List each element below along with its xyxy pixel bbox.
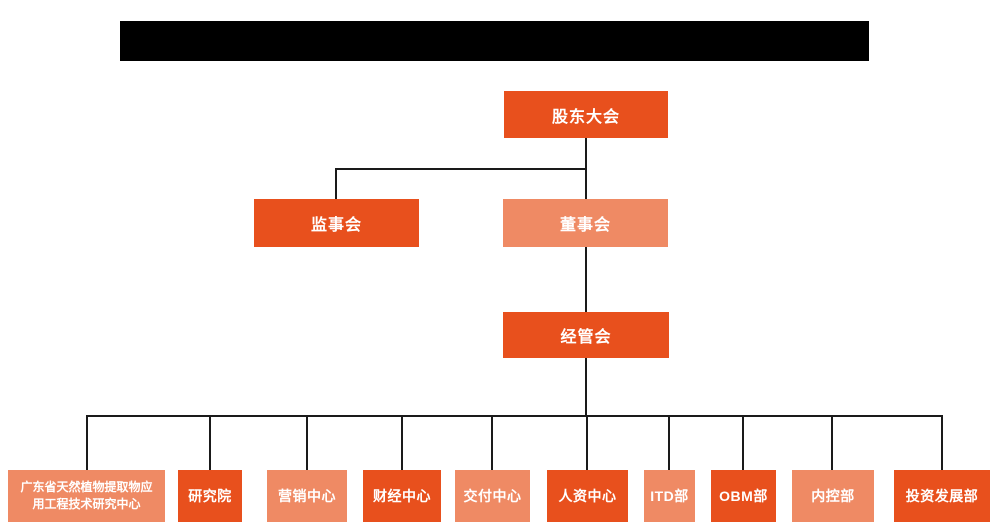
connector-dept-drop-3: [401, 417, 403, 470]
org-node-dept-obm: OBM部: [711, 470, 776, 522]
connector-dept-drop-9: [941, 417, 943, 470]
connector-dept-drop-8: [831, 417, 833, 470]
connector-departments-horizontal: [86, 415, 943, 417]
org-node-dept-research-institute: 研究院: [178, 470, 242, 522]
org-node-dept-marketing-center: 营销中心: [267, 470, 347, 522]
org-node-dept-investment-development: 投资发展部: [894, 470, 990, 522]
connector-board-management: [585, 247, 587, 312]
org-node-dept-finance-center: 财经中心: [363, 470, 441, 522]
connector-supervisory-drop: [335, 170, 337, 199]
org-node-dept-hr-center: 人资中心: [547, 470, 628, 522]
org-node-shareholders-meeting: 股东大会: [504, 91, 668, 138]
org-node-dept-itd: ITD部: [644, 470, 695, 522]
connector-split-horizontal: [335, 168, 587, 170]
org-node-dept-research-center: 广东省天然植物提取物应用工程技术研究中心: [8, 470, 165, 522]
connector-board-drop: [585, 170, 587, 199]
connector-shareholders-stem: [585, 138, 587, 170]
connector-dept-drop-0: [86, 417, 88, 470]
org-node-supervisory-board: 监事会: [254, 199, 419, 247]
connector-dept-drop-5: [586, 417, 588, 470]
org-node-management-committee: 经管会: [503, 312, 669, 358]
redacted-title-bar: [120, 21, 869, 61]
org-node-dept-internal-control: 内控部: [792, 470, 874, 522]
connector-dept-drop-7: [742, 417, 744, 470]
connector-dept-drop-6: [668, 417, 670, 470]
org-node-dept-delivery-center: 交付中心: [455, 470, 530, 522]
org-node-board-of-directors: 董事会: [503, 199, 668, 247]
connector-management-stem: [585, 358, 587, 415]
connector-dept-drop-4: [491, 417, 493, 470]
connector-dept-drop-2: [306, 417, 308, 470]
connector-dept-drop-1: [209, 417, 211, 470]
